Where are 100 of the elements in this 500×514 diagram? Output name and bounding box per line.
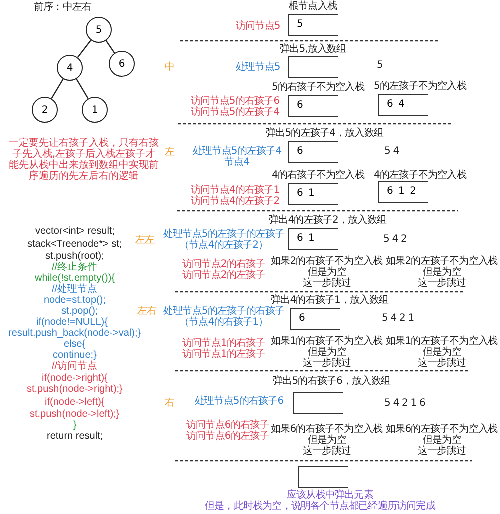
step-text: （节点4的左孩子2） <box>180 240 268 251</box>
step-caption: 5的右孩子不为空入栈 <box>272 82 364 93</box>
step-caption: 但是为空 <box>308 435 346 446</box>
step-caption: 如果6的右孩子不为空入栈 <box>271 424 383 435</box>
step-text: 处理节点5的左孩子的左孩子 <box>164 229 285 240</box>
step-text: 访问节点5的左孩子4 <box>191 107 280 118</box>
step-text: 访问节点4的右孩子1 <box>191 185 280 196</box>
stack-container <box>293 392 343 414</box>
step-caption: 但是为空 <box>308 347 346 358</box>
step-text: 处理节点5的左孩子4 <box>193 146 282 157</box>
code-line: continue;} <box>53 350 97 361</box>
stack-container: 6 1 <box>288 183 338 205</box>
step-text: 访问节点1的右孩子 <box>182 338 266 349</box>
note-text: 一定要先让右孩子入栈，只有右孩子先入栈,左孩子后入栈左孩子才能先从栈中出来放到数组中实现前序遍历的先左后右的逻辑 <box>8 138 160 182</box>
annotation-text: 左右 <box>138 306 157 317</box>
array-contents: 5 <box>377 60 383 71</box>
stack-container: 6 <box>290 308 340 330</box>
code-line: } <box>74 420 77 431</box>
step-caption: 但是为空 <box>308 267 346 278</box>
array-contents: 5 4 <box>384 146 400 157</box>
step-caption: 弹出4的右孩子1，放入数组 <box>271 295 389 306</box>
step-caption: 这一步跳过 <box>418 278 466 289</box>
step-caption: 但是为空 <box>423 267 462 278</box>
code-line: if(node!=NULL){ <box>36 317 108 328</box>
step-text: 处理节点5的右孩子6 <box>195 396 284 407</box>
stack-container: 6 4 <box>378 94 428 116</box>
step-caption: 这一步跳过 <box>418 358 466 369</box>
tree-edge-line <box>76 78 89 100</box>
step-caption: 这一步跳过 <box>303 358 352 369</box>
step-caption: 5的左孩子不为空入栈 <box>374 81 466 92</box>
step-caption: 这一步跳过 <box>303 446 352 457</box>
code-comment: //终止条件 <box>52 262 98 273</box>
stack-container: 6 <box>288 141 338 163</box>
step-caption: 4的右孩子不为空入栈 <box>272 170 364 181</box>
phase-label: 右 <box>165 398 175 409</box>
tree-edge-line <box>51 78 64 100</box>
step-text: 访问节点2的右孩子 <box>182 259 266 270</box>
step-caption: 如果2的左孩子不为空入栈 <box>386 256 498 267</box>
code-line: result.push_back(node->val);} <box>8 328 142 339</box>
step-caption: 如果1的左孩子不为空入栈 <box>386 336 498 347</box>
step-text: 处理节点5的左孩子的右孩子 <box>164 306 285 317</box>
step-caption: 如果1的右孩子不为空入栈 <box>271 336 383 347</box>
code-line: else{ <box>64 339 86 350</box>
step-caption: 如果2的右孩子不为空入栈 <box>271 256 383 267</box>
code-line: st.pop(); <box>62 306 98 317</box>
step-text: 访问节点6的右孩子 <box>186 420 270 431</box>
tree-node-circle: 1 <box>82 97 108 123</box>
stack-container: 6 1 2 <box>378 181 428 203</box>
tree-edge-line <box>106 40 116 54</box>
step-text: 访问节点6的左孩子 <box>186 431 270 442</box>
step-text: 节点4 <box>224 157 250 168</box>
array-contents: 5 4 2 <box>384 234 407 245</box>
array-contents: 5 4 2 1 6 <box>384 398 426 409</box>
phase-label: 中 <box>165 62 175 73</box>
code-line: while(!st.empty()){ <box>35 273 116 284</box>
step-caption: 弹出5的右孩子6，放入数组 <box>273 376 391 387</box>
step-caption: 弹出4的左孩子2，放入数组 <box>269 215 387 226</box>
tree-node-circle: 4 <box>57 55 83 81</box>
phase-label: 左 <box>165 147 175 158</box>
annotation-text: 左左 <box>136 235 155 246</box>
code-comment: //处理节点 <box>52 284 98 295</box>
conclusion-text: 但是，此时栈为空，说明各个节点都已经遍历访问完成 <box>205 501 436 512</box>
order-title: 前序：中左右 <box>34 2 92 13</box>
code-line: st.push(root); <box>46 251 104 262</box>
tree-node-circle: 2 <box>32 97 58 123</box>
step-text: 处理节点5 <box>236 62 280 73</box>
step-caption: 弹出5的左孩子4，放入数组 <box>266 128 384 139</box>
step-caption: 这一步跳过 <box>418 446 466 457</box>
step-caption: 但是为空 <box>423 347 462 358</box>
step-caption: 这一步跳过 <box>303 278 352 289</box>
code-line: node=st.top(); <box>44 295 106 306</box>
tree-node-circle: 6 <box>109 51 135 77</box>
code-comment: //访问节点 <box>52 361 98 372</box>
stack-container: 6 <box>288 95 338 117</box>
step-caption: 弹出5,放入数组 <box>280 44 346 55</box>
step-text: 访问节点1的左孩子 <box>182 349 266 360</box>
code-line: return result; <box>47 431 104 442</box>
step-caption: 根节点入栈 <box>289 1 338 12</box>
code-line: vector<int> result; <box>36 226 115 237</box>
step-text: 访问节点4的左孩子2 <box>191 196 280 207</box>
tree-node-circle: 5 <box>86 17 112 43</box>
step-caption: 但是为空 <box>423 435 462 446</box>
code-line: stack<Treenode*> st; <box>28 239 122 250</box>
conclusion-text: 应该从栈中弹出元素 <box>287 490 374 501</box>
step-text: 访问节点5的右孩子6 <box>191 96 280 107</box>
step-caption: 如果6的左孩子不为空入栈 <box>386 424 498 435</box>
stack-container: 6 1 <box>288 228 338 250</box>
step-caption: 4的左孩子不为空入栈 <box>374 170 466 181</box>
code-line: if(node->right){ <box>42 373 108 384</box>
code-line: st.push(node->left);} <box>30 409 120 420</box>
step-text: （节点4的右孩子1） <box>180 317 268 328</box>
code-line: if(node->left){ <box>45 397 105 408</box>
tree-edge-line <box>77 40 92 58</box>
stack-container: 5 <box>288 14 338 36</box>
stack-container <box>288 56 338 78</box>
code-line: st.push(node->right);} <box>27 384 123 395</box>
step-text: 访问节点5 <box>236 21 280 32</box>
stack-container <box>298 466 348 488</box>
step-text: 访问节点2的左孩子 <box>182 270 266 281</box>
array-contents: 5 4 2 1 <box>382 313 414 324</box>
